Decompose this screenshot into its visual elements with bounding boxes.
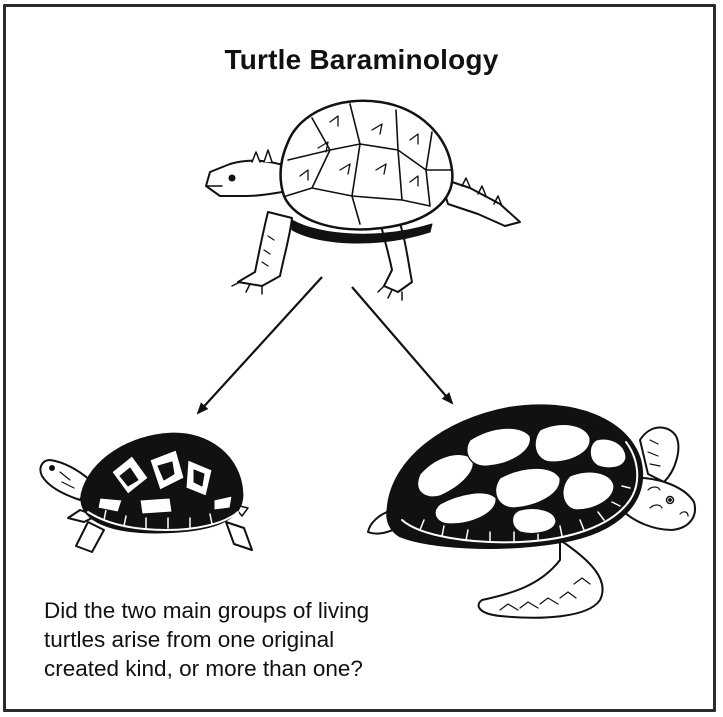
question-text: Did the two main groups of living turtle…	[44, 596, 464, 683]
box-turtle-icon	[40, 434, 252, 552]
question-line: created kind, or more than one?	[44, 654, 464, 683]
arrow-left	[198, 277, 322, 413]
question-line: turtles arise from one original	[44, 625, 464, 654]
arrow-right	[352, 287, 452, 403]
snapping-turtle-icon	[206, 101, 520, 300]
sea-turtle-icon	[368, 406, 695, 618]
question-line: Did the two main groups of living	[44, 596, 464, 625]
